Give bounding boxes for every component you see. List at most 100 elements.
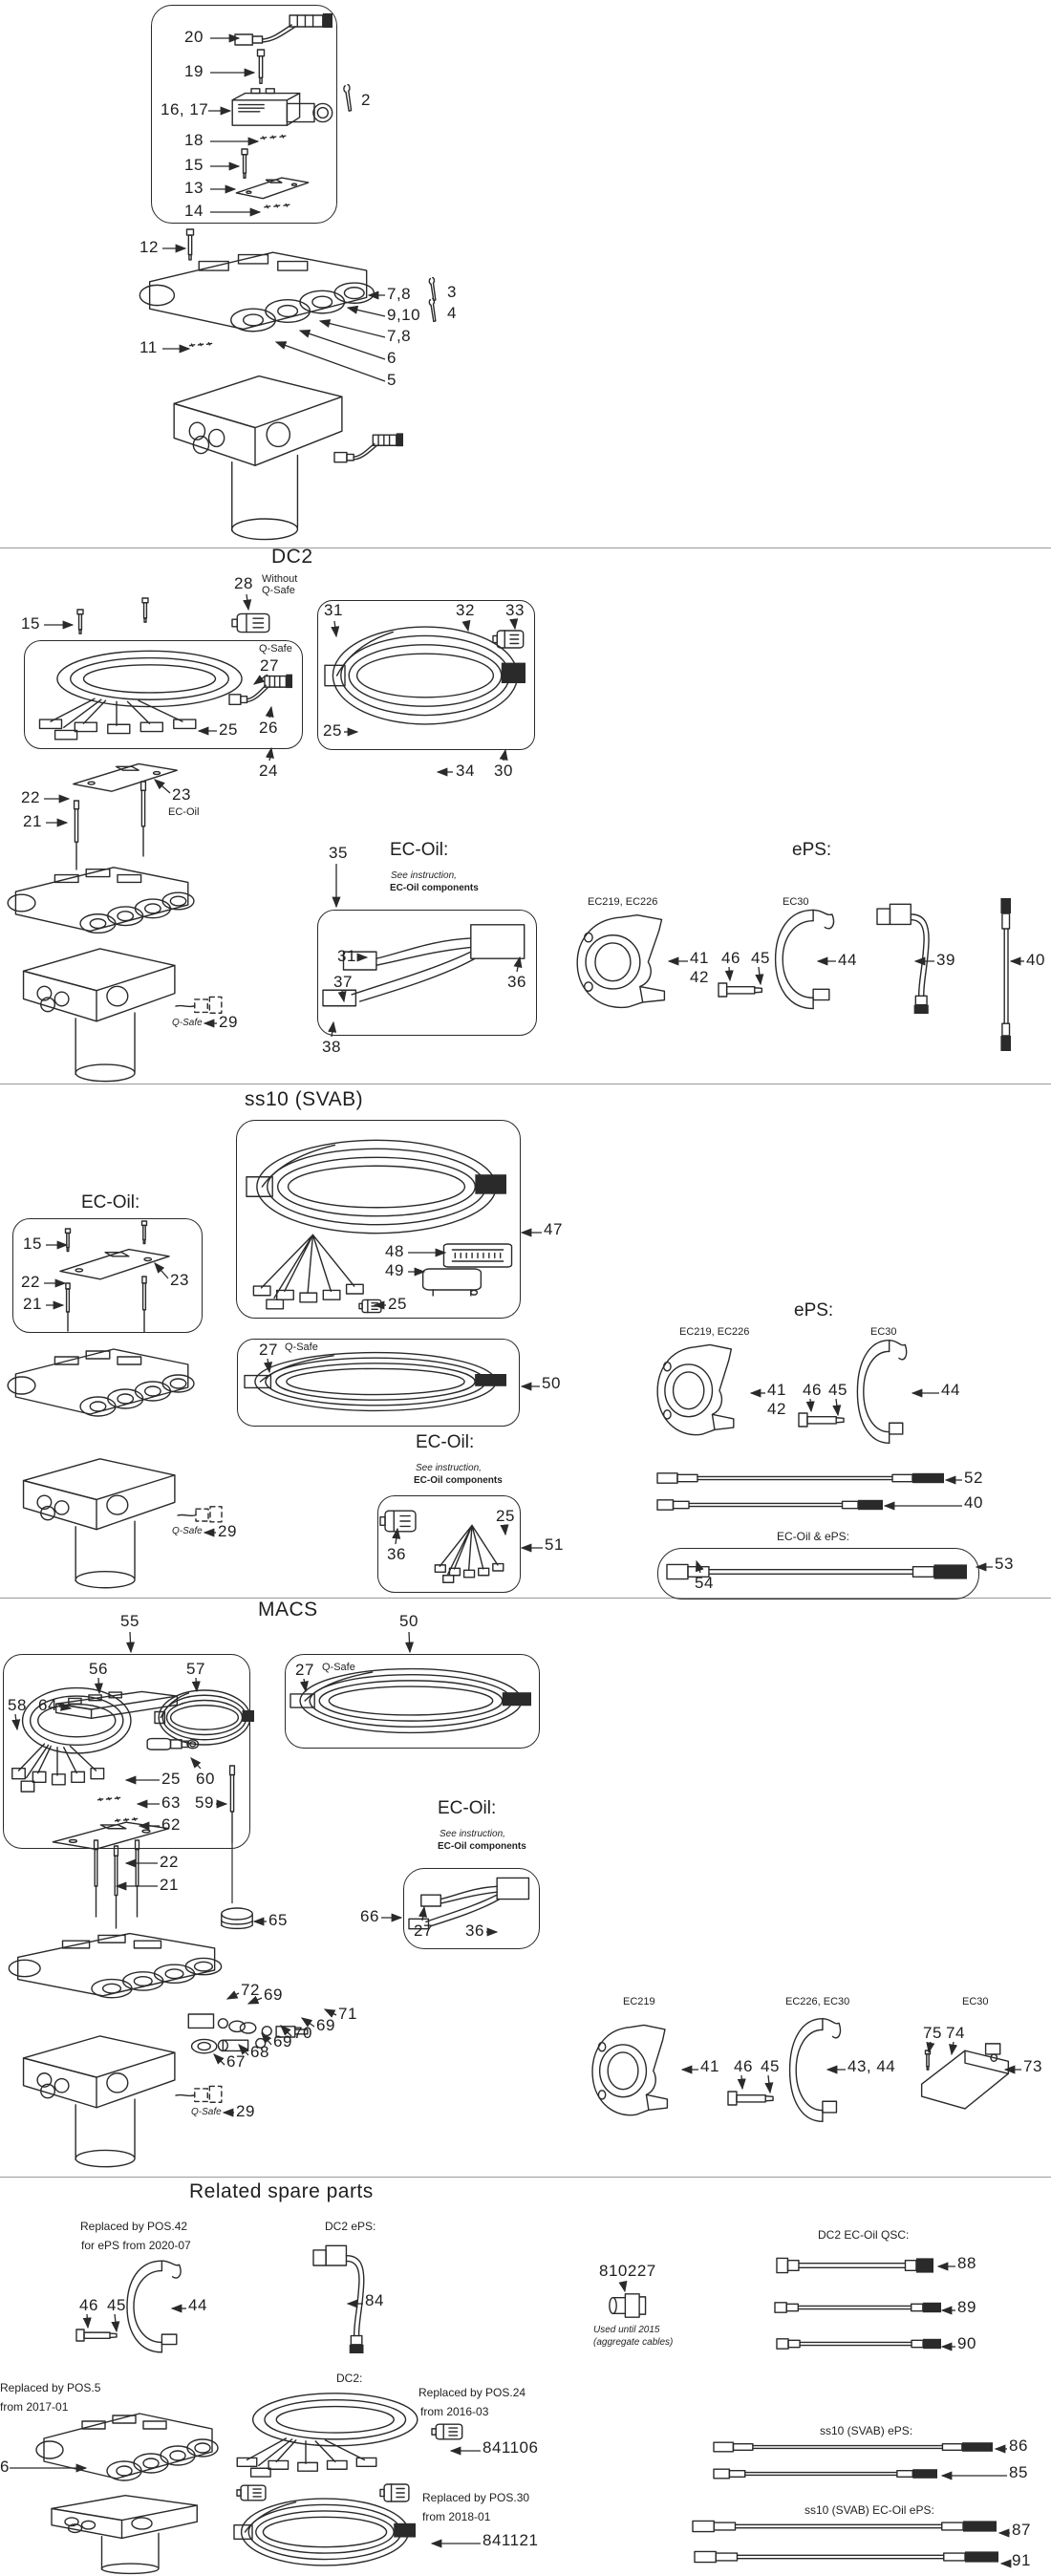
callout-45: 45 (107, 2296, 126, 2314)
label-replaced-by-pos-42: Replaced by POS.42 (80, 2220, 188, 2233)
manifold-drawing (38, 2494, 205, 2576)
callout-90: 90 (957, 2334, 976, 2352)
callout-31: 31 (324, 601, 343, 619)
callout-35: 35 (329, 844, 348, 862)
label-q-safe: Q-Safe (262, 585, 295, 596)
callout-7-8: 7,8 (387, 327, 412, 345)
callout-25: 25 (323, 721, 342, 740)
bracket-drawing (586, 2014, 702, 2123)
callout-3: 3 (447, 283, 457, 301)
callout-71: 71 (338, 2005, 357, 2023)
callout-15: 15 (21, 614, 40, 633)
callout-88: 88 (957, 2254, 976, 2272)
callout-87: 87 (1012, 2521, 1031, 2539)
valve-assembly-top-panel (151, 5, 337, 224)
label-macs: MACS (258, 1599, 318, 1621)
label-eps: ePS: (794, 1300, 834, 1320)
callout-27: 27 (259, 1341, 278, 1359)
label-ec-oil: EC-Oil: (438, 1798, 497, 1818)
callout-74: 74 (946, 2024, 965, 2042)
callout-26: 26 (259, 719, 278, 737)
callout-51: 51 (545, 1535, 564, 1554)
label-from-2016-03: from 2016-03 (420, 2405, 489, 2418)
manifold-drawing (10, 946, 183, 1085)
coilfan-drawing (29, 644, 248, 743)
pin-drawing (138, 1277, 151, 1332)
pin-drawing (110, 1846, 122, 1928)
callout-55: 55 (120, 1612, 139, 1630)
bolt-drawing (728, 2085, 782, 2112)
callout-68: 68 (250, 2043, 269, 2061)
coil-drawing (290, 1659, 531, 1743)
callout-34: 34 (456, 762, 475, 780)
label-ec30: EC30 (870, 1326, 897, 1338)
label-see-instruction: See instruction, (416, 1463, 482, 1473)
valvebank-drawing (29, 2402, 220, 2498)
label-ec226-ec30: EC226, EC30 (785, 1996, 850, 2007)
valvebank-drawing (0, 856, 196, 950)
callout-841121: 841121 (483, 2531, 539, 2549)
plugdash-drawing (178, 1494, 225, 1533)
macs-panel (3, 1654, 250, 1849)
label-ec-oil: EC-Oil: (81, 1192, 140, 1213)
label-ec-oil: EC-Oil: (416, 1432, 475, 1452)
callout-42: 42 (690, 968, 709, 986)
label-q-safe: Q-Safe (172, 1018, 203, 1028)
callout-69: 69 (316, 2016, 335, 2034)
callout-25: 25 (496, 1507, 515, 1525)
callout-24: 24 (259, 762, 278, 780)
callout-67: 67 (226, 2052, 246, 2071)
callout-36: 36 (507, 973, 526, 991)
connector-drawing (232, 608, 274, 638)
callout-14: 14 (184, 202, 204, 220)
callout-54: 54 (695, 1574, 714, 1592)
cablestraight-drawing (667, 1554, 967, 1590)
callout-6: 6 (387, 349, 397, 367)
cablestraight-drawing (714, 2462, 937, 2485)
callout-28: 28 (234, 574, 253, 592)
callout-42: 42 (767, 1400, 786, 1418)
callout-27: 27 (295, 1661, 314, 1679)
callout-52: 52 (964, 1469, 983, 1487)
callout-6: 6 (0, 2458, 10, 2476)
coil-drawing (325, 612, 526, 740)
bracket-drawing (651, 1334, 769, 1443)
plugdash-drawing (176, 984, 225, 1024)
callout-29: 29 (219, 1013, 238, 1031)
label-ec-oil-components: EC-Oil components (390, 883, 479, 893)
bushing-drawing (608, 2287, 652, 2324)
label-dc2-eps: DC2 ePS: (325, 2220, 376, 2233)
callout-20: 20 (184, 28, 204, 46)
plate-drawing (233, 168, 311, 203)
boltv-drawing (139, 1221, 149, 1248)
section-divider (0, 1598, 1051, 1599)
connector-drawing (380, 2479, 413, 2507)
callout-23: 23 (170, 1271, 189, 1289)
label-ec30: EC30 (783, 896, 809, 908)
connector-drawing (493, 625, 527, 654)
solenoid-drawing (230, 84, 335, 141)
callout-25: 25 (219, 720, 238, 739)
callout-45: 45 (761, 2057, 780, 2075)
label-dc2-ec-oil-qsc: DC2 EC-Oil QSC: (818, 2228, 910, 2242)
boltv-drawing (75, 610, 86, 638)
valvebank-drawing (0, 1922, 224, 2014)
fan-drawing (432, 1522, 512, 1587)
screws-drawing (262, 199, 296, 214)
callout-2: 2 (361, 91, 371, 109)
label-q-safe: Q-Safe (259, 643, 292, 655)
callout-89: 89 (957, 2298, 976, 2316)
cablestraight-drawing (657, 1492, 883, 1517)
callout-65: 65 (268, 1911, 288, 1929)
boltv-drawing (923, 2050, 933, 2073)
label-q-safe: Q-Safe (322, 1662, 355, 1673)
callout-18: 18 (184, 131, 204, 149)
callout-11: 11 (139, 338, 158, 356)
section-divider (0, 2177, 1051, 2178)
label-q-safe: Q-Safe (285, 1342, 318, 1353)
callout-7-8: 7,8 (387, 285, 412, 303)
callout-40: 40 (1026, 951, 1045, 969)
callout-9-10: 9,10 (387, 306, 421, 324)
fan-drawing (248, 1231, 377, 1315)
callout-39: 39 (936, 951, 955, 969)
